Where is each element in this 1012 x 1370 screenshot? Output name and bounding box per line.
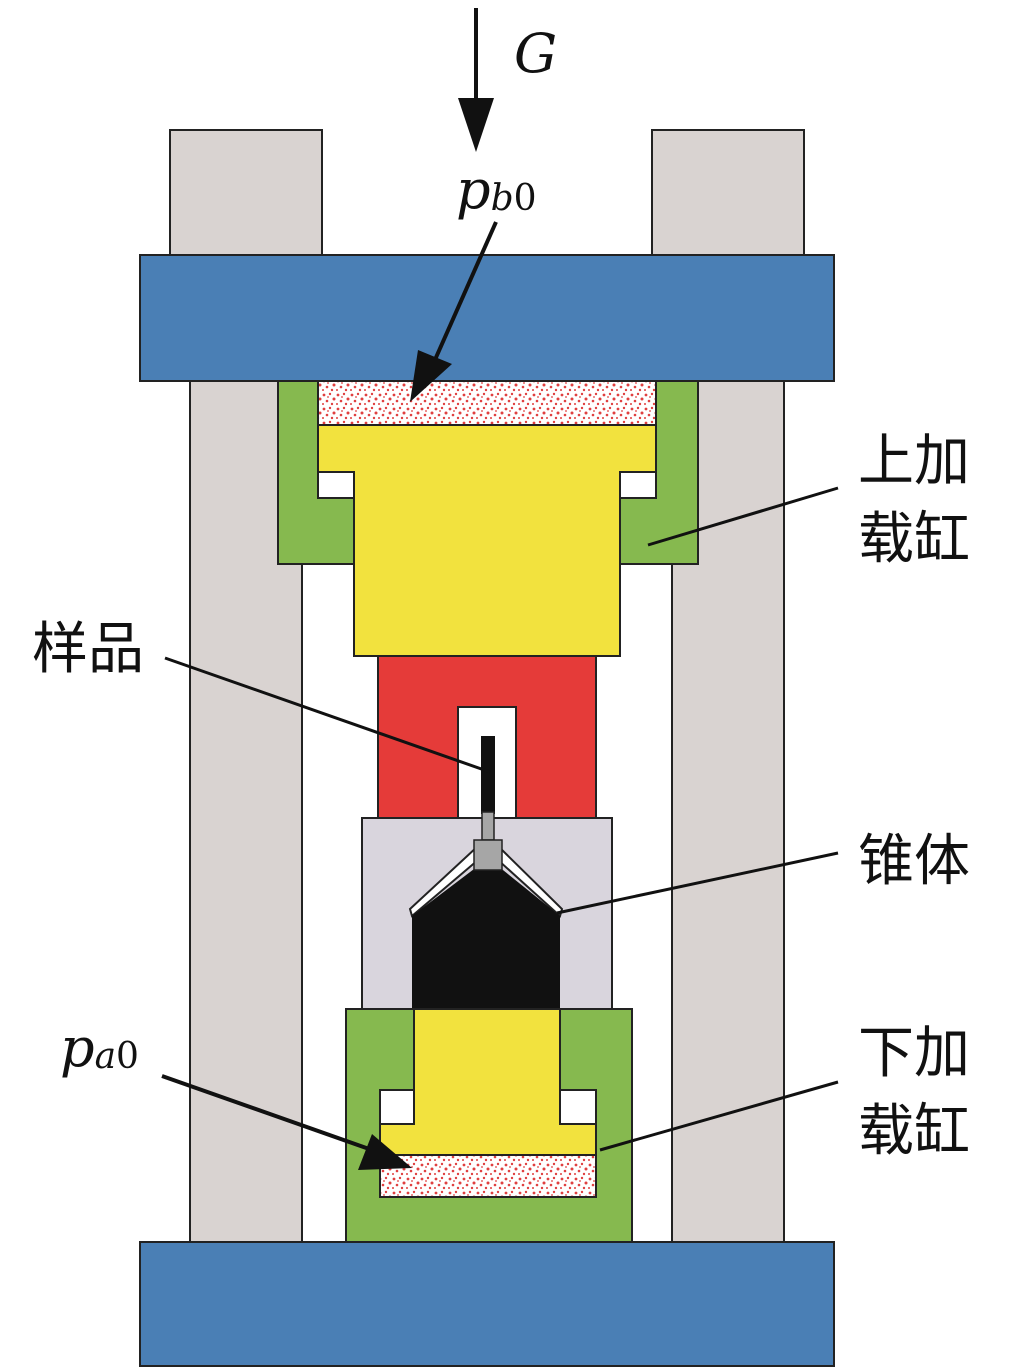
upper-cylinder-label-line1: 上加 — [858, 429, 970, 494]
bottom-pressure-label: pa0 — [60, 1016, 139, 1079]
upper-hydraulic-chamber — [317, 380, 657, 426]
sample-holder — [377, 655, 597, 819]
lower-gap-right — [559, 1089, 597, 1125]
bottom-plate — [139, 1241, 835, 1367]
bottom-pressure-arrow — [161, 1074, 412, 1170]
lower-cylinder-leader — [599, 1080, 839, 1152]
cone — [412, 866, 560, 1010]
cone-tip-block — [473, 839, 503, 871]
column-top-right — [651, 129, 805, 257]
upper-piston — [317, 424, 657, 657]
upper-cylinder-leader — [647, 486, 839, 547]
lower-cylinder — [345, 1008, 633, 1243]
cone-assembly — [361, 811, 613, 1011]
cone-leader — [556, 851, 839, 915]
top-pressure-label: pb0 — [456, 158, 537, 221]
lower-gap-left — [379, 1089, 415, 1125]
upper-cylinder-label-line2: 载缸 — [858, 507, 970, 572]
top-pressure-arrow — [410, 221, 498, 402]
top-plate — [139, 254, 835, 382]
upper-gap-left — [317, 471, 355, 499]
sample-leader — [164, 656, 491, 774]
upper-gap-right — [619, 471, 657, 499]
sample-label: 样品 — [32, 617, 144, 682]
column-top-left — [169, 129, 323, 257]
lower-cylinder-label-line2: 载缸 — [858, 1099, 970, 1164]
sample — [481, 736, 495, 814]
upper-cylinder — [277, 380, 699, 657]
cone-label: 锥体 — [858, 829, 970, 894]
lower-hydraulic-chamber — [379, 1154, 597, 1198]
load-arrow — [458, 8, 494, 152]
load-label: G — [514, 22, 557, 85]
lower-cylinder-label-line1: 下加 — [858, 1021, 970, 1086]
cone-stem — [481, 811, 495, 841]
